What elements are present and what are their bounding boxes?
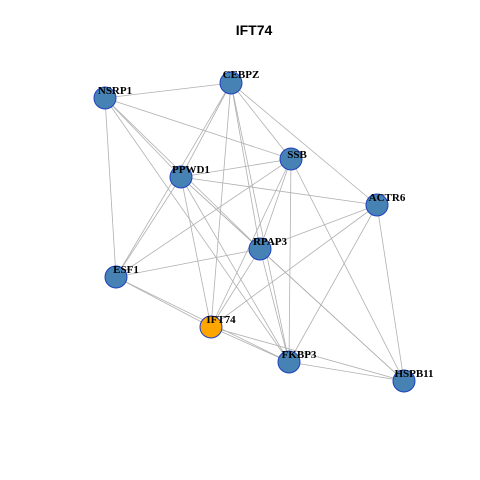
node-label: RPAP3 [253,236,288,248]
diagram-title: IFT74 [236,22,273,38]
node-actr6[interactable]: ACTR6 [365,192,406,217]
edge-cebpz-ssb [230,82,292,160]
node-circle[interactable] [104,265,128,289]
node-circle[interactable] [219,71,243,95]
node-fkbp3[interactable]: FKBP3 [277,349,317,374]
edge-ssb-fkbp3 [288,158,292,363]
node-label: ACTR6 [369,192,406,204]
edge-cebpz-rpap3 [230,82,261,250]
edge-ppwd1-ift74 [180,176,212,328]
node-ift74[interactable]: IFT74 [199,314,236,339]
edge-nsrp1-esf1 [104,97,117,278]
edge-rpap3-hspb11 [259,248,405,382]
edge-cebpz-ift74 [210,82,232,328]
node-cebpz[interactable]: CEBPZ [219,69,260,95]
edge-ssb-ppwd1 [180,158,292,178]
node-circle[interactable] [392,369,416,393]
node-circle[interactable] [199,315,223,339]
node-circle[interactable] [169,165,193,189]
edge-fkbp3-hspb11 [288,361,405,382]
edge-rpap3-esf1 [115,248,261,278]
node-label: PPWD1 [172,164,210,176]
node-label: HSPB11 [394,368,433,380]
node-label: SSB [287,149,307,161]
edge-ssb-rpap3 [259,158,292,250]
edge-layer [104,82,405,382]
edge-nsrp1-ppwd1 [104,97,182,178]
edge-nsrp1-fkbp3 [104,97,290,363]
edge-ppwd1-actr6 [180,176,378,206]
edge-ift74-hspb11 [210,326,405,382]
edge-nsrp1-ssb [104,97,292,160]
edge-actr6-fkbp3 [288,204,378,363]
edge-ssb-hspb11 [290,158,405,382]
edge-rpap3-fkbp3 [259,248,290,363]
node-circle[interactable] [365,193,389,217]
node-esf1[interactable]: ESF1 [104,264,139,289]
edge-cebpz-actr6 [230,82,378,206]
node-label: CEBPZ [223,69,260,81]
node-label: ESF1 [113,264,139,276]
node-label: NSRP1 [98,85,132,97]
node-rpap3[interactable]: RPAP3 [248,236,288,261]
edge-ssb-esf1 [115,158,292,278]
node-circle[interactable] [277,350,301,374]
node-circle[interactable] [279,147,303,171]
edge-cebpz-nsrp1 [104,82,232,99]
edge-actr6-ift74 [210,204,378,328]
edge-ppwd1-fkbp3 [180,176,290,363]
edge-cebpz-fkbp3 [230,82,290,363]
node-circle[interactable] [248,237,272,261]
node-ppwd1[interactable]: PPWD1 [169,164,210,189]
edge-actr6-hspb11 [376,204,405,382]
edge-actr6-rpap3 [259,204,378,250]
node-label: IFT74 [206,314,236,326]
edge-esf1-ift74 [115,276,212,328]
node-circle[interactable] [93,86,117,110]
node-hspb11[interactable]: HSPB11 [392,368,434,393]
node-label: FKBP3 [282,349,317,361]
edge-rpap3-ift74 [210,248,261,328]
node-ssb[interactable]: SSB [279,147,307,171]
node-nsrp1[interactable]: NSRP1 [93,85,132,110]
edge-cebpz-ppwd1 [180,82,232,178]
edge-ppwd1-esf1 [115,176,182,278]
edge-ift74-fkbp3 [210,326,290,363]
